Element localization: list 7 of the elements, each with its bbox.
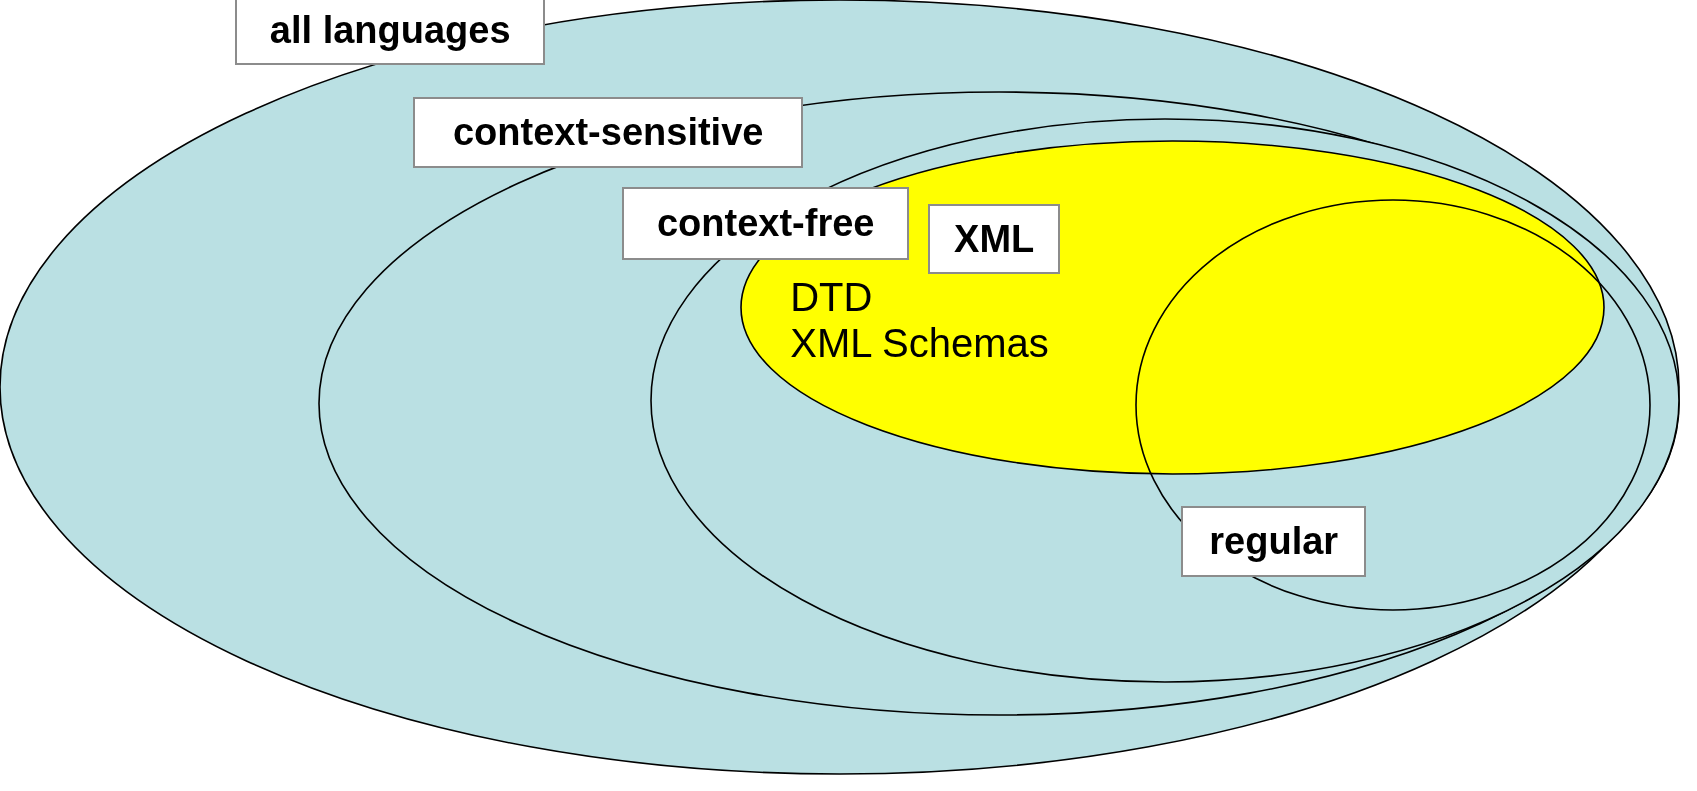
set-label: all languages	[235, 0, 546, 66]
set-label: context-free	[622, 187, 910, 261]
set-label: XML	[928, 204, 1061, 275]
member-text: DTD	[790, 274, 874, 321]
set-label: context-sensitive	[413, 97, 804, 169]
set-label: regular	[1181, 506, 1367, 578]
member-text: XML Schemas	[790, 320, 1050, 367]
